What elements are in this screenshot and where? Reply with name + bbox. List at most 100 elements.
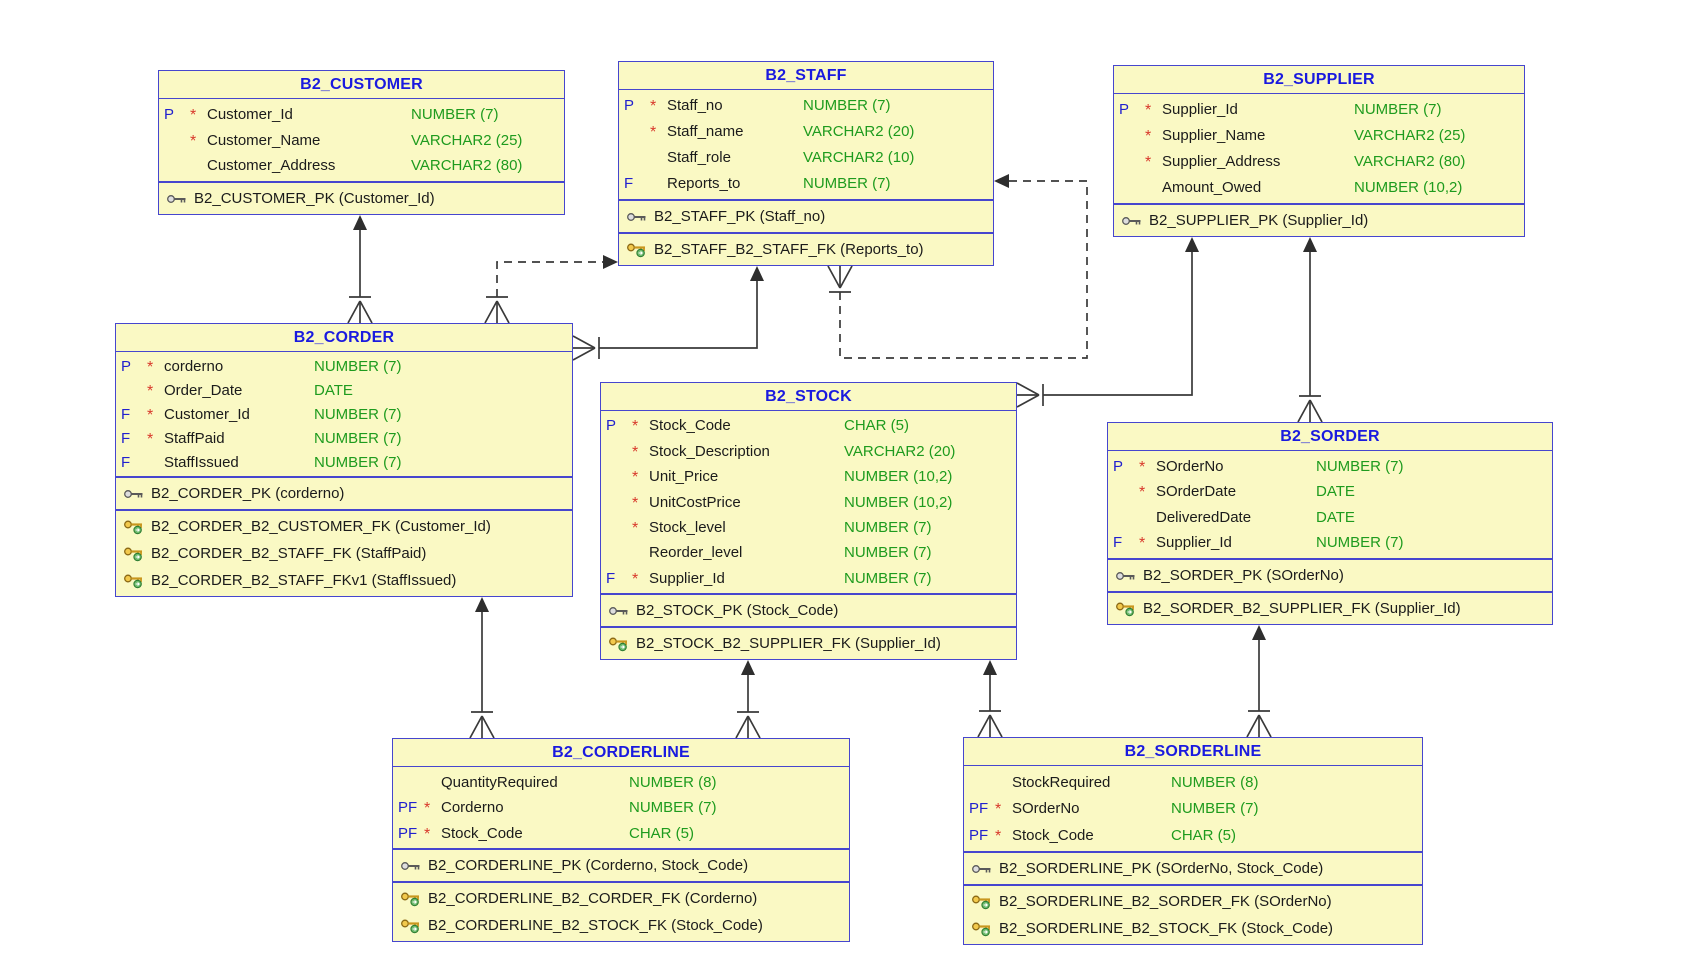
relationship-staff-reports-to-staff[interactable] — [827, 174, 1088, 359]
relationship-sorderline-stock[interactable] — [977, 660, 1003, 738]
pk-key-icon — [1115, 569, 1143, 583]
required-asterisk: * — [424, 800, 431, 817]
column-name: Customer_Name — [207, 131, 321, 149]
column-name: Customer_Address — [207, 157, 336, 175]
key-marker: F — [606, 569, 616, 587]
key-marker: P — [624, 97, 635, 114]
key-marker: P — [1113, 457, 1124, 475]
column-name: Supplier_Id — [1162, 101, 1238, 118]
primary-key-row-label: B2_SORDER_PK (SOrderNo) — [1143, 567, 1344, 584]
foreign-key-row-label: B2_SORDERLINE_B2_SORDER_FK (SOrderNo) — [999, 893, 1332, 910]
entity-title: B2_SUPPLIER — [1114, 66, 1524, 94]
foreign-key-row-label: B2_CORDER_B2_CUSTOMER_FK (Customer_Id) — [151, 518, 491, 535]
column-type: NUMBER (10,2) — [1354, 179, 1463, 196]
column-name: QuantityRequired — [441, 773, 558, 791]
section-divider — [619, 232, 993, 234]
column-name: UnitCostPrice — [649, 493, 741, 511]
column-name: Staff_role — [667, 149, 731, 166]
column-name: Stock_Code — [441, 824, 523, 842]
foreign-key-row: B2_CORDERLINE_B2_STOCK_FK (Stock_Code) — [393, 912, 849, 939]
primary-key-row-label: B2_SUPPLIER_PK (Supplier_Id) — [1149, 212, 1369, 229]
primary-key-row: B2_SORDER_PK (SOrderNo) — [1108, 562, 1552, 589]
foreign-key-section: B2_SORDER_B2_SUPPLIER_FK (Supplier_Id) — [1108, 593, 1552, 624]
primary-key-section: B2_STAFF_PK (Staff_no) — [619, 201, 993, 232]
required-asterisk: * — [147, 359, 154, 376]
pk-key-icon — [626, 210, 654, 224]
column-type: NUMBER (7) — [844, 518, 932, 536]
column-row: Staff_role VARCHAR2 (10) — [619, 145, 993, 170]
primary-key-row: B2_CORDER_PK (corderno) — [116, 480, 572, 507]
primary-key-row-label: B2_CORDERLINE_PK (Corderno, Stock_Code) — [428, 857, 749, 874]
relationship-corder-staff-issued[interactable] — [484, 255, 618, 324]
column-type: NUMBER (7) — [803, 97, 891, 114]
arrowhead — [1185, 237, 1199, 252]
foreign-key-row-label: B2_CORDERLINE_B2_CORDER_FK (Corderno) — [428, 890, 758, 907]
foreign-key-row-label: B2_CORDER_B2_STAFF_FKv1 (StaffIssued) — [151, 572, 457, 589]
fk-key-icon — [123, 573, 151, 589]
column-name: Supplier_Name — [1162, 127, 1266, 144]
foreign-key-row-label: B2_SORDER_B2_SUPPLIER_FK (Supplier_Id) — [1143, 600, 1461, 617]
column-name: Corderno — [441, 799, 504, 816]
foreign-key-row: B2_CORDER_B2_CUSTOMER_FK (Customer_Id) — [116, 513, 572, 540]
key-marker: PF — [969, 800, 989, 817]
required-asterisk: * — [995, 801, 1002, 818]
column-name: Unit_Price — [649, 468, 719, 486]
relationship-corderline-stock[interactable] — [735, 660, 761, 739]
required-asterisk: * — [1139, 484, 1146, 502]
required-asterisk: * — [424, 825, 431, 843]
entity-title: B2_CORDER — [116, 324, 572, 352]
relationship-corder-customer[interactable] — [347, 215, 373, 324]
pk-key-icon — [608, 604, 636, 618]
arrowhead — [741, 660, 755, 675]
primary-key-section: B2_SORDER_PK (SOrderNo) — [1108, 560, 1552, 591]
foreign-key-row-label: B2_SORDERLINE_B2_STOCK_FK (Stock_Code) — [999, 920, 1334, 937]
arrowhead — [603, 255, 618, 269]
crow-foot — [359, 300, 373, 324]
key-marker: PF — [398, 799, 418, 816]
column-type: NUMBER (7) — [314, 454, 402, 471]
entity-title: B2_SORDERLINE — [964, 738, 1422, 766]
relationship-stock-supplier[interactable] — [1016, 237, 1199, 408]
column-name: StaffIssued — [164, 454, 239, 471]
required-asterisk: * — [147, 383, 154, 400]
foreign-key-row: B2_SORDERLINE_B2_SORDER_FK (SOrderNo) — [964, 888, 1422, 915]
column-type: NUMBER (7) — [844, 544, 932, 562]
relationship-sorder-supplier[interactable] — [1297, 237, 1323, 423]
foreign-key-row: B2_SORDERLINE_B2_STOCK_FK (Stock_Code) — [964, 915, 1422, 942]
column-name: StaffPaid — [164, 430, 225, 447]
required-asterisk: * — [650, 98, 657, 115]
column-type: VARCHAR2 (10) — [803, 149, 915, 166]
relationship-corderline-corder[interactable] — [469, 597, 495, 739]
crow-foot — [572, 335, 596, 349]
required-asterisk: * — [632, 443, 639, 461]
required-asterisk: * — [632, 418, 639, 436]
relationship-corder-staff-paid[interactable] — [572, 266, 764, 361]
section-divider — [393, 848, 849, 850]
column-name: corderno — [164, 358, 224, 375]
key-marker: PF — [398, 824, 418, 842]
relationship-sorderline-sorder[interactable] — [1246, 625, 1272, 738]
section-divider — [1108, 558, 1552, 560]
